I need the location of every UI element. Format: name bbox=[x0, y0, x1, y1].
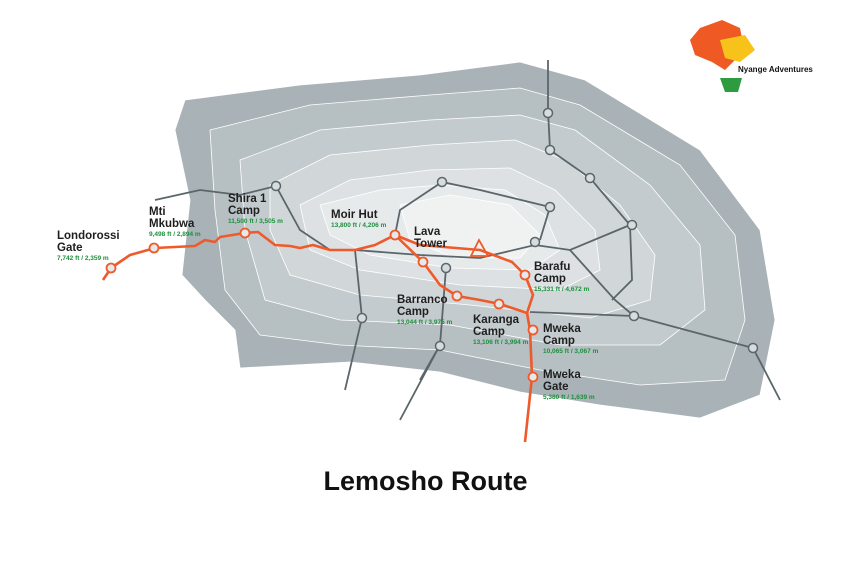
altitude-label: 9,498 ft / 2,894 m bbox=[149, 231, 201, 238]
camp-label-moir-hut: Moir Hut 13,800 ft / 4,206 m bbox=[331, 209, 386, 230]
altitude-label: 13,044 ft / 3,975 m bbox=[397, 319, 453, 326]
altitude-label: 10,065 ft / 3,067 m bbox=[543, 348, 599, 355]
camp-name: Moir Hut bbox=[331, 209, 378, 221]
camp-name: Barranco bbox=[397, 294, 448, 306]
altitude-label: 13,106 ft / 3,994 m bbox=[473, 339, 529, 346]
lemosho-route-line bbox=[101, 230, 535, 443]
camp-label-shira-1: Shira 1 Camp 11,500 ft / 3,505 m bbox=[228, 193, 283, 226]
altitude-label: 7,742 ft / 2,359 m bbox=[57, 255, 109, 262]
altitude-label: 5,380 ft / 1,639 m bbox=[543, 394, 595, 401]
camp-name: Gate bbox=[57, 242, 83, 254]
brand-name: Nyange Adventures bbox=[738, 65, 813, 74]
camp-label-barranco: Barranco Camp 13,044 ft / 3,975 m bbox=[397, 294, 452, 327]
camp-markers bbox=[105, 227, 539, 383]
camp-name: Camp bbox=[534, 273, 566, 285]
camp-name: Camp bbox=[397, 306, 429, 318]
camp-label-mti-mkubwa: Mti Mkubwa 9,498 ft / 2,894 m bbox=[149, 206, 201, 239]
camp-name: Camp bbox=[473, 326, 505, 338]
brand-logo bbox=[690, 20, 755, 92]
camp-label-mweka-gate: Mweka Gate 5,380 ft / 1,639 m bbox=[543, 369, 595, 402]
camp-name: Mkubwa bbox=[149, 218, 195, 230]
summit-icon bbox=[469, 238, 490, 257]
camp-name: Gate bbox=[543, 381, 569, 393]
trail-junctions bbox=[270, 107, 759, 354]
camp-label-lava-tower: Lava Tower bbox=[414, 226, 447, 250]
map-title: Lemosho Route bbox=[323, 466, 528, 496]
altitude-label: 13,800 ft / 4,206 m bbox=[331, 222, 387, 229]
altitude-label: 15,331 ft / 4,672 m bbox=[534, 286, 590, 293]
camp-name: Londorossi bbox=[57, 230, 120, 242]
camp-name: Shira 1 bbox=[228, 193, 267, 205]
camp-label-londorossi: Londorossi Gate 7,742 ft / 2,359 m bbox=[57, 230, 120, 263]
camp-name: Lava bbox=[414, 226, 441, 238]
camp-name: Karanga bbox=[473, 314, 520, 326]
camp-label-barafu: Barafu Camp 15,331 ft / 4,672 m bbox=[534, 261, 589, 294]
camp-label-mweka-camp: Mweka Camp 10,065 ft / 3,067 m bbox=[543, 323, 598, 356]
camp-label-karanga: Karanga Camp 13,106 ft / 3,994 m bbox=[473, 314, 528, 347]
camp-name: Mweka bbox=[543, 369, 581, 381]
altitude-label: 11,500 ft / 3,505 m bbox=[228, 218, 283, 225]
camp-name: Camp bbox=[228, 205, 260, 217]
camp-name: Camp bbox=[543, 335, 575, 347]
camp-name: Tower bbox=[414, 238, 448, 250]
camp-name: Mti bbox=[149, 206, 166, 218]
camp-name: Barafu bbox=[534, 261, 571, 273]
mountain-contours bbox=[174, 61, 776, 419]
camp-name: Mweka bbox=[543, 323, 581, 335]
